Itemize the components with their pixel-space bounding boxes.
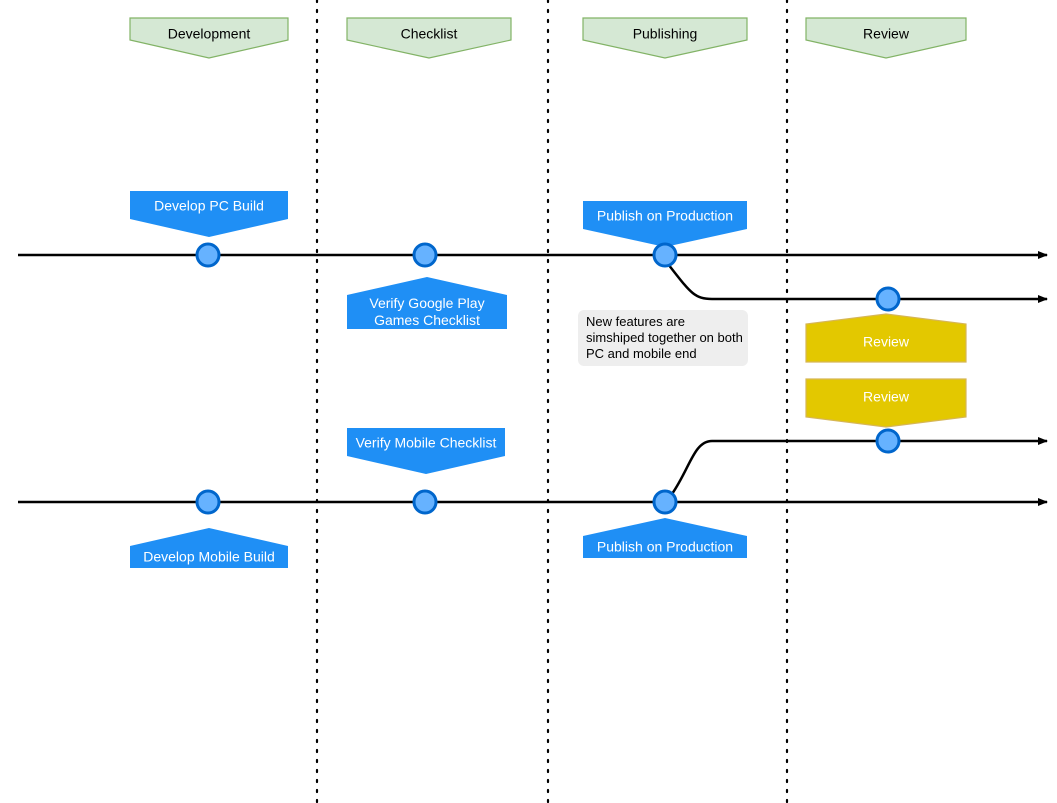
task-label-line: Publish on Production [597,539,733,555]
task-label-line: Develop PC Build [154,198,264,214]
develop-pc-build-label[interactable]: Develop PC Build [130,191,288,237]
publish-pc-production-milestone[interactable] [652,242,678,268]
review-shape-polygon [805,313,967,363]
verify-gp-checklist-milestone[interactable] [412,242,438,268]
phase-shape [805,17,967,59]
phase-headers: Development Checklist Publishing Review [129,17,967,59]
mobile-to-review-branch [670,439,713,495]
task-label-line: Verify Google Play [369,295,484,311]
phase-dividers [315,0,789,803]
publish-mobile-production-milestone[interactable] [652,489,678,515]
task-shape [347,428,505,474]
phase-header-publishing[interactable]: Publishing [582,17,748,59]
mobile-review-shape[interactable]: Review [805,378,967,428]
note-text-line: New features are [586,314,685,329]
develop-mobile-build-milestone[interactable] [195,489,221,515]
note-background [578,310,748,366]
branch-connectors [667,263,713,495]
note-text-line: simshiped together on both [586,330,743,345]
task-shape [583,201,747,247]
phase-header-checklist[interactable]: Checklist [346,17,512,59]
task-label-line: Develop Mobile Build [143,549,275,565]
task-label-line: Games Checklist [374,312,480,328]
note-text-line: PC and mobile end [586,346,697,361]
phase-shape [129,17,289,59]
verify-mobile-checklist-label[interactable]: Verify Mobile Checklist [347,428,505,474]
pc-review-milestone[interactable] [875,286,901,312]
phase-shape [582,17,748,59]
task-shape [583,518,747,558]
phase-header-label: Checklist [401,26,458,42]
phase-header-label: Development [168,26,251,42]
review-shape-label: Review [863,334,910,350]
review-shape-polygon [805,378,967,428]
phase-header-label: Publishing [633,26,698,42]
review-shape-label: Review [863,389,910,405]
phase-shape [346,17,512,59]
phase-header-label: Review [863,26,910,42]
task-shape [130,528,288,568]
pc-to-review-branch [667,263,713,301]
task-shape [347,277,507,329]
develop-mobile-build-label[interactable]: Develop Mobile Build [130,528,288,568]
task-shape [130,191,288,237]
phase-header-development[interactable]: Development [129,17,289,59]
publish-on-production-pc-label[interactable]: Publish on Production [583,201,747,247]
milestone-markers [195,242,901,515]
verify-mobile-checklist-milestone[interactable] [412,489,438,515]
mobile-review-milestone[interactable] [875,428,901,454]
pc-review-shape[interactable]: Review [805,313,967,363]
phase-header-review[interactable]: Review [805,17,967,59]
task-label-line: Publish on Production [597,208,733,224]
publish-on-production-mobile-label[interactable]: Publish on Production [583,518,747,558]
task-label-line: Verify Mobile Checklist [356,435,497,451]
develop-pc-build-milestone[interactable] [195,242,221,268]
